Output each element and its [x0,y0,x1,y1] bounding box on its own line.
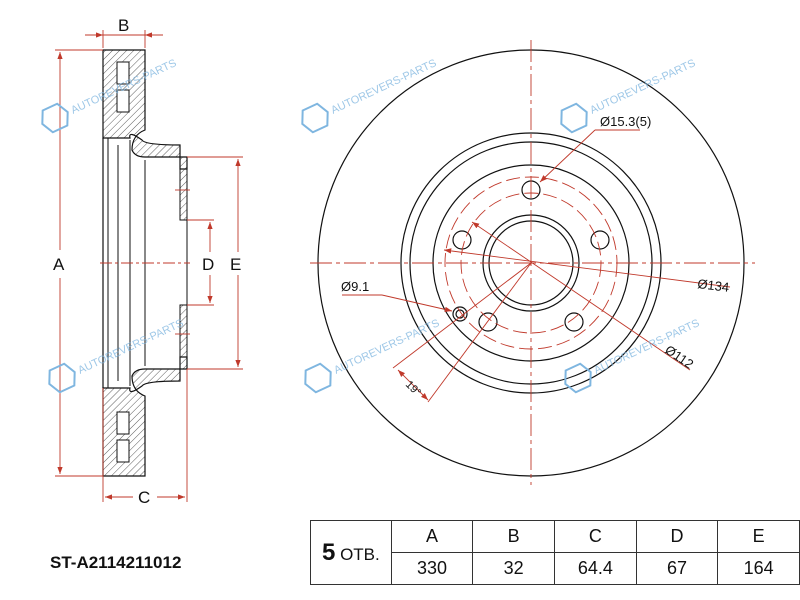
watermark: AUTOREVERS-PARTS [301,57,438,134]
callout-bolt-hole: Ø15.3(5) [600,114,651,129]
callout-small-hole: Ø9.1 [341,279,369,294]
header-cell: E [717,520,800,553]
value-cell: 64.4 [553,552,637,585]
svg-text:AUTOREVERS-PARTS: AUTOREVERS-PARTS [588,57,697,116]
svg-text:AUTOREVERS-PARTS: AUTOREVERS-PARTS [332,317,441,376]
part-number: ST-A2114211012 [50,553,182,572]
label-e: E [230,255,241,274]
holes-count: 5 [321,538,336,566]
front-view: Ø15.3(5) Ø9.1 Ø134 Ø112 19° [310,40,755,485]
value-cell: 330 [390,552,474,585]
svg-text:AUTOREVERS-PARTS: AUTOREVERS-PARTS [329,57,438,116]
table-header-row: 5 ОТВ. A B C D E [310,520,800,585]
header-cell: D [635,520,719,553]
label-c: C [138,488,150,507]
header-cell: C [553,520,637,553]
callout-pcd: Ø112 [662,342,696,372]
callout-angle: 19° [403,379,423,399]
watermark: AUTOREVERS-PARTS [48,317,185,394]
header-cell: A [390,520,474,553]
side-section-view: B A D E C [53,16,243,507]
value-cell: 32 [472,552,555,585]
svg-text:AUTOREVERS-PARTS: AUTOREVERS-PARTS [76,317,185,376]
dimensions-table: 5 ОТВ. A B C D E 330 32 64.4 67 164 [310,520,800,585]
label-a: A [53,255,65,274]
holes-unit: ОТВ. [340,544,380,564]
value-cell: 164 [717,552,800,585]
value-cell: 67 [635,552,719,585]
header-cell: B [472,520,555,553]
callout-pcd-outer: Ø134 [697,276,730,295]
label-d: D [202,255,214,274]
label-b: B [118,16,129,35]
watermark: AUTOREVERS-PARTS [304,317,441,394]
table-value-row: 330 32 64.4 67 164 [311,552,800,585]
disc-section-bottom [102,356,188,477]
holes-count-cell: 5 ОТВ. [310,520,392,585]
